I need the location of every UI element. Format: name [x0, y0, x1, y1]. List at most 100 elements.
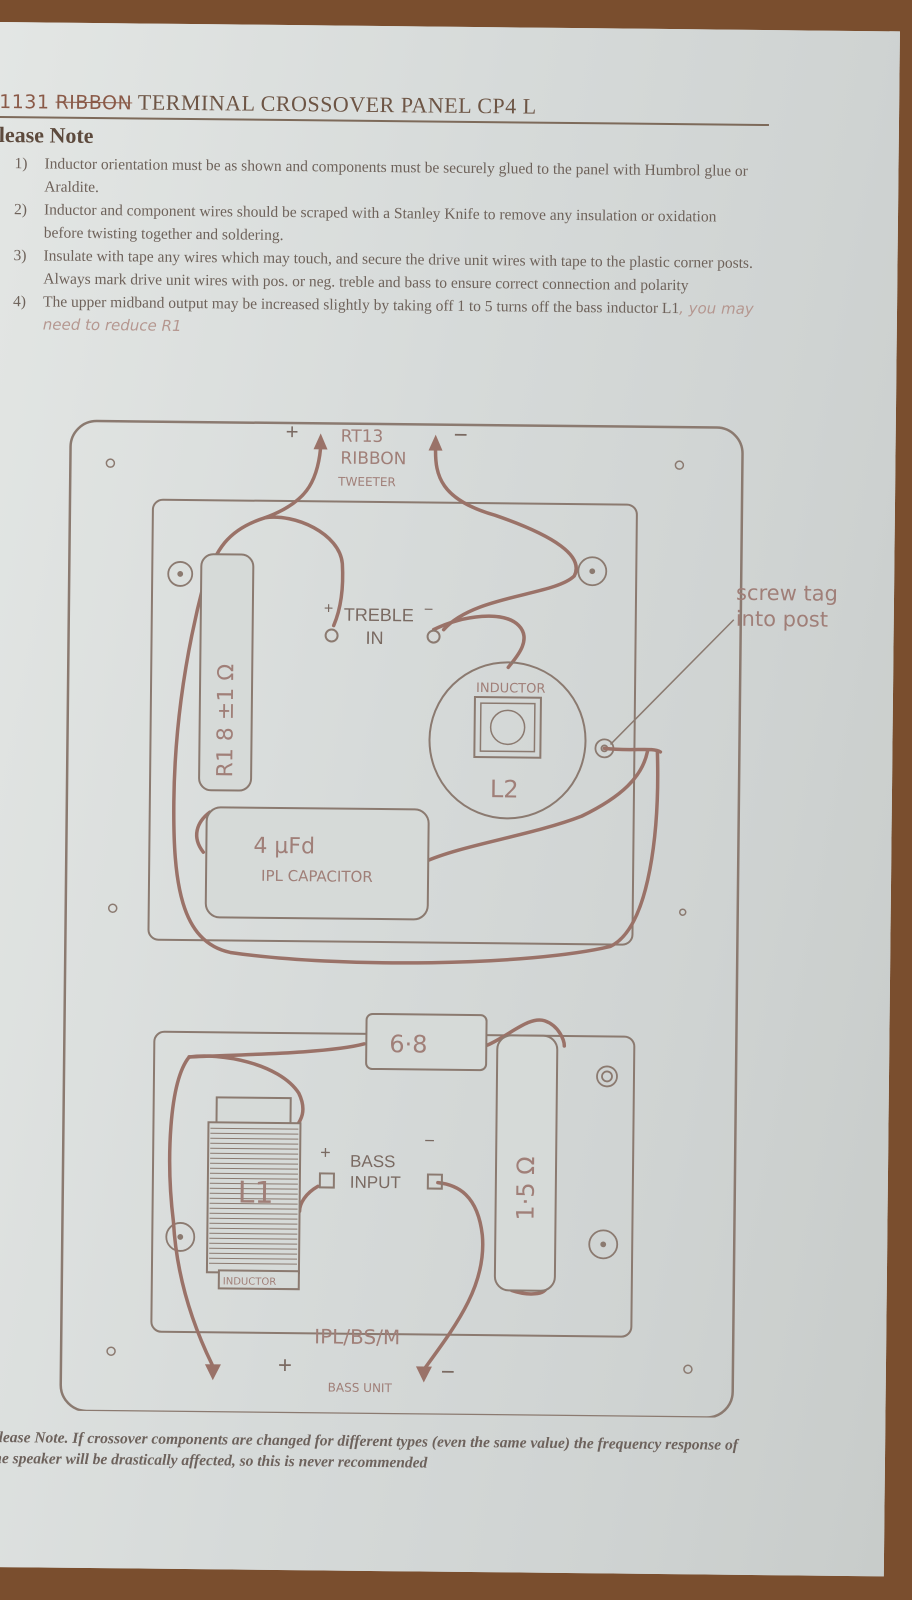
l1-base — [217, 1269, 300, 1291]
capacitor-value: 4 μFd — [253, 834, 315, 860]
coil-winding-line — [210, 1132, 299, 1135]
treble-minus: − — [424, 601, 434, 618]
coil-winding-line — [209, 1217, 298, 1220]
r1-wire — [263, 515, 345, 628]
coil-winding-line — [209, 1192, 298, 1195]
bass-input-wire — [297, 1184, 320, 1213]
resistor-68-label: 6·8 — [389, 1030, 427, 1058]
resistor-68 — [365, 1012, 488, 1072]
coil-winding-line — [209, 1227, 298, 1230]
corner-posts — [165, 556, 619, 1260]
treble-plus: + — [324, 600, 334, 617]
resistor-68-left-wire — [187, 1042, 367, 1059]
footer-note: Please Note. If crossover components are… — [0, 1428, 738, 1472]
coil-winding-line — [209, 1182, 298, 1185]
bass-input-label: INPUT — [350, 1173, 401, 1193]
treble-in-label: IN — [365, 628, 383, 648]
r1-label: R1 8 ±1 Ω — [213, 664, 239, 778]
capacitor-left-wire — [194, 810, 212, 854]
coil-winding-line — [210, 1137, 299, 1140]
coil-winding-line — [209, 1222, 298, 1225]
tweeter-plus: + — [286, 419, 299, 444]
panel-hole — [106, 1346, 116, 1356]
bass-unit-label: BASS UNIT — [328, 1381, 393, 1396]
coil-winding-line — [209, 1187, 298, 1190]
bass-out-minus: − — [441, 1359, 455, 1386]
crossover-wiring-diagram: + − RT13 RIBBON TWEETER R1 8 ±1 Ω + − TR… — [59, 419, 838, 1419]
panel-hole — [105, 458, 116, 468]
title-text: TERMINAL CROSSOVER PANEL CP4 L — [137, 89, 537, 119]
l2-core-inner — [479, 702, 536, 753]
note-item: 4)The upper midband output may be increa… — [12, 293, 754, 335]
coil-winding-line — [209, 1247, 298, 1250]
document-page: 1131 RIBBON TERMINAL CROSSOVER PANEL CP4… — [0, 22, 900, 1577]
coil-winding-line — [209, 1242, 298, 1245]
coil-winding-line — [210, 1167, 299, 1170]
outer-panel — [59, 419, 744, 1419]
resistor-15-label: 1·5 Ω — [511, 1156, 540, 1220]
coil-winding-line — [209, 1177, 298, 1180]
please-note-heading: lease Note — [0, 121, 94, 148]
l2-core-hole — [489, 709, 526, 746]
notes-list: 1)Inductor orientation must be as shown … — [0, 152, 759, 344]
note-text: Inductor orientation must be as shown an… — [44, 155, 748, 197]
wiring — [168, 446, 663, 1372]
treble-negative-terminal — [426, 629, 441, 644]
treble-label: TREBLE — [344, 605, 414, 626]
panel-hole — [683, 1364, 693, 1375]
panel-hole — [107, 903, 118, 913]
tweeter-label-3: TWEETER — [337, 475, 396, 490]
screw-note-1: screw tag — [736, 581, 838, 606]
bass-negative-terminal — [426, 1173, 443, 1190]
note-text: The upper midband output may be increase… — [42, 293, 680, 318]
coil-winding-line — [209, 1197, 298, 1200]
screw-note-leader — [609, 619, 735, 745]
r1-resistor — [198, 553, 255, 792]
l2-core-outer — [473, 696, 542, 759]
coil-winding-line — [210, 1147, 299, 1150]
treble-board — [147, 498, 638, 946]
note-item: 3)Insulate with tape any wires which may… — [13, 247, 753, 295]
coil-winding-line — [209, 1232, 298, 1235]
capacitor-body — [204, 806, 430, 921]
l2-inductor-coil — [428, 661, 587, 820]
coil-winding-line — [209, 1172, 298, 1175]
bass-unit-code: IPL/BS/M — [314, 1324, 400, 1349]
screw-note-2: into post — [736, 607, 829, 632]
coil-winding-line — [209, 1202, 298, 1205]
handwritten-model-number: 1131 — [0, 90, 50, 114]
note-text: Inductor and component wires should be s… — [43, 201, 717, 244]
inductor-label: INDUCTOR — [476, 681, 546, 697]
bass-out-plus: + — [278, 1352, 292, 1379]
bass-positive-terminal — [318, 1172, 335, 1189]
tweeter-label-1: RT13 — [341, 427, 384, 447]
coil-winding-line — [209, 1207, 298, 1210]
coil-winding-line — [210, 1162, 299, 1165]
treble-negative-wire — [433, 447, 578, 632]
inductor-lead-wire — [431, 614, 526, 670]
treble-positive-terminal — [324, 628, 339, 643]
coil-winding-line — [209, 1262, 298, 1265]
bass-minus: − — [424, 1131, 435, 1151]
capacitor-wire — [421, 750, 650, 865]
note-item: 2)Inductor and component wires should be… — [13, 201, 717, 244]
coil-winding-line — [209, 1252, 298, 1255]
tweeter-minus: − — [454, 422, 468, 449]
treble-positive-wire — [172, 446, 660, 965]
bass-negative-wire — [422, 1180, 485, 1372]
coil-winding-line — [210, 1152, 299, 1155]
coil-winding-line — [210, 1142, 299, 1145]
screw-tag-wire — [602, 746, 663, 754]
arrow-heads — [204, 433, 443, 1383]
capacitor-label: IPL CAPACITOR — [261, 867, 373, 886]
bass-plus: + — [320, 1142, 331, 1162]
l1-coil-windings — [209, 1127, 299, 1265]
tweeter-label-2: RIBBON — [340, 449, 406, 470]
panel-hole — [678, 908, 687, 916]
coil-winding-line — [210, 1127, 299, 1130]
panel-hole — [674, 460, 685, 470]
l2-label: L2 — [490, 775, 519, 803]
coil-winding-line — [209, 1257, 298, 1260]
bass-label: BASS — [350, 1152, 396, 1171]
handwritten-crossed-word: RIBBON — [55, 91, 133, 115]
